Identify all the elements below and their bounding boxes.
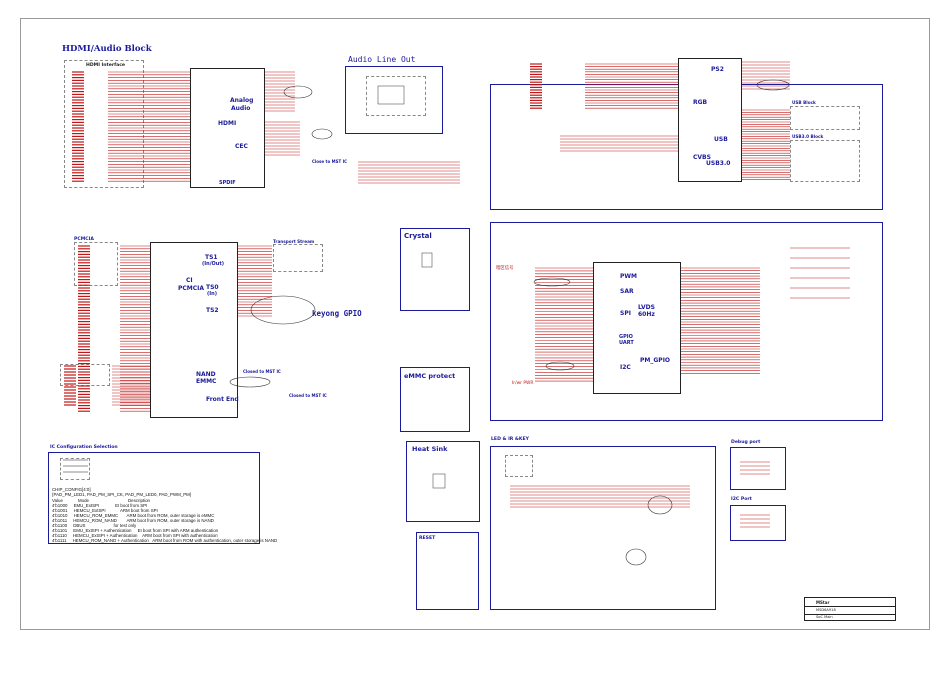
audio-line-out-title: Audio Line Out <box>348 55 416 64</box>
emmc-block-label: EMMC <box>196 378 217 385</box>
crystal-title: Crystal <box>404 232 432 240</box>
led-ir-key-zone <box>490 446 716 610</box>
debug-port-zone <box>730 447 786 490</box>
ps2-block-label: PS2 <box>711 66 724 73</box>
crystal-zone <box>400 228 470 311</box>
usb3-block-box <box>790 140 860 182</box>
closed-to-mst-label-2: Closed to MST IC <box>289 393 327 398</box>
i2c-block-label: I2C <box>620 364 631 371</box>
heat-sink-title: Heat Sink <box>412 445 448 453</box>
keyong-gpio-title: keyong GPIO <box>312 309 362 318</box>
config-row: 4'b1111 HEMCU_ROM_NAND + Authentication … <box>52 538 278 543</box>
config-col-value: Value <box>52 498 63 503</box>
config-header-1: CHIP_CONFIG[4:0] <box>52 487 91 492</box>
cvbs-block-label: CVBS <box>693 154 711 161</box>
title-block <box>804 597 896 621</box>
usb-block-box <box>790 106 860 130</box>
rgb-block-label: RGB <box>693 99 708 106</box>
title-block-sheet: SoC Main <box>816 615 833 619</box>
usb-block-title: USB Block <box>792 100 816 105</box>
closed-to-mst-label-1: Closed to MST IC <box>243 369 281 374</box>
spi-block-label: SPI <box>620 310 631 317</box>
led-ir-key-title: LED & IR &KEY <box>491 437 529 442</box>
emmc-protect-title: eMMC protect <box>404 372 456 380</box>
heat-sink-zone <box>406 441 480 522</box>
emmc-protect-zone <box>400 367 470 432</box>
usb3-block-title: USB3.0 Block <box>792 134 824 139</box>
hdmi-audio-block-title: HDMI/Audio Block <box>62 44 152 54</box>
front-end-block-label: Front End <box>206 396 239 403</box>
config-col-mode: Mode <box>78 498 89 503</box>
reset-title: RESET <box>419 536 436 541</box>
nand-block-label: NAND <box>196 371 216 378</box>
audio-line-out-zone <box>345 66 443 134</box>
cec-block-label: CEC <box>235 143 248 150</box>
hdmi-audio-soc-unit <box>190 68 265 188</box>
lvds-block-label: LVDS <box>638 304 655 311</box>
ts0-sub-label: (In) <box>207 291 217 297</box>
led-box <box>505 455 533 477</box>
pm-gpio-block-label: PM_GPIO <box>640 357 671 364</box>
pcmcia-box <box>74 242 118 286</box>
ic-config-title: IC Configuration Selection <box>50 445 118 450</box>
title-block-divider <box>804 606 896 607</box>
analog-block-label: Analog <box>230 97 254 104</box>
config-row: 4'b1110 HEMCU_ExtSPI + Authentication AR… <box>52 533 218 538</box>
audio-block-label: Audio <box>231 105 251 112</box>
uart-block-label: UART <box>619 340 634 346</box>
sar-block-label: SAR <box>620 288 634 295</box>
ts0-block-label: TS0 <box>206 284 219 291</box>
transport-stream-title: Transport Stream <box>273 239 315 244</box>
transport-stream-box <box>273 244 323 272</box>
config-row: 4'b1010 HEMCU_ROM_EMMC ARM boot from ROM… <box>52 513 215 518</box>
ts1-sub-label: (In/Out) <box>202 261 225 267</box>
debug-port-title: Debug port <box>731 440 761 445</box>
schematic-sheet-border <box>20 18 930 630</box>
pwm-lvds-zone <box>490 222 883 421</box>
config-row: 4'b1001 HEMCU_ExtSPI ARM boot from SPI <box>52 508 158 513</box>
rgb-usb-soc-unit <box>678 58 742 182</box>
config-inner-box <box>60 458 90 480</box>
pcmcia-ts-soc-unit <box>150 242 238 418</box>
config-row: 4'b1011 HEMCU_ROM_NAND ARM boot from ROM… <box>52 518 214 523</box>
spdif-block-label: SPDIF <box>219 180 236 186</box>
config-col-desc: Description <box>128 498 150 503</box>
config-header-2: {PAD_PM_LED1, PAD_PM_SPI_CK, PAD_PM_LED0… <box>52 492 192 497</box>
title-block-company: MStar <box>816 600 830 605</box>
reset-zone <box>416 532 479 610</box>
panel-signal-label: 暗区信号 <box>496 266 514 271</box>
close-to-mst-label: Close to MST IC <box>312 159 347 164</box>
i2c-port-zone <box>730 505 786 541</box>
title-block-divider <box>804 614 896 615</box>
ts1-block-label: TS1 <box>205 254 218 261</box>
pcmcia-title: PCMCIA <box>74 237 94 242</box>
ir-wr-pwr-label: Ir/wr PWR <box>512 381 534 386</box>
hdmi-block-label: HDMI <box>218 120 237 127</box>
title-block-project: MSD6A918 <box>816 608 836 612</box>
usb-block-label: USB <box>714 136 728 143</box>
config-row: 4'b1100 DBUS for test only <box>52 523 137 528</box>
config-row: 4'b1101 EMU_ExtSPI + Authentication EI b… <box>52 528 219 533</box>
i2c-port-title: I2C Port <box>731 497 752 502</box>
hdmi-interface-box <box>64 60 144 188</box>
config-row: 4'b1000 EMU_ExtSPI EI boot from SPI <box>52 503 148 508</box>
pcmcia-block-label: PCMCIA <box>178 285 205 292</box>
ci-block-label: CI <box>186 277 193 284</box>
audio-inner-box <box>366 76 426 116</box>
gpio-block-label: GPIO <box>619 334 633 340</box>
pwm-block-label: PWM <box>620 273 637 280</box>
lvds-hz-label: 60Hz <box>638 311 655 318</box>
usb30-block-label: USB3.0 <box>706 160 731 167</box>
pwm-lvds-soc-unit <box>593 262 681 394</box>
hdmi-interface-title: HDMI Interface <box>86 63 126 68</box>
ic-config-zone <box>48 452 260 544</box>
ts2-block-label: TS2 <box>206 307 219 314</box>
